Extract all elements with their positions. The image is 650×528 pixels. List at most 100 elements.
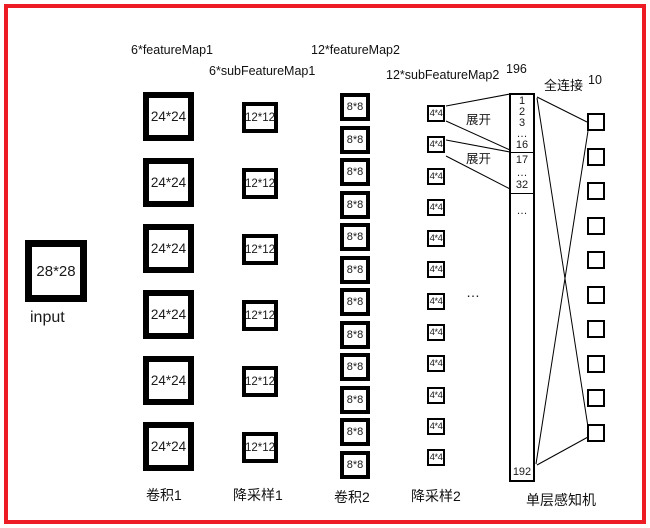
conv1-feature-map-label: 24*24 — [150, 307, 187, 322]
vector-index: … — [516, 166, 528, 179]
output-unit-box — [587, 354, 605, 373]
vector-index: 2 — [518, 106, 526, 118]
conv2-feature-map-label: 8*8 — [346, 328, 364, 341]
conv1-feature-map-box: 24*24 — [143, 224, 194, 273]
pool1-feature-map-label: 12*12 — [244, 111, 276, 124]
vector-last-index: 192 — [512, 466, 532, 478]
pool2-feature-map-box: 4*4 — [427, 355, 445, 373]
pool2-feature-map-label: 4*4 — [429, 389, 443, 401]
vector-index: 32 — [515, 178, 529, 191]
conv2-feature-map-label: 8*8 — [346, 101, 364, 113]
conv2-feature-map-label: 8*8 — [346, 426, 364, 438]
pool2-feature-map-box: 4*4 — [427, 136, 445, 154]
pool2-feature-map-label: 4*4 — [429, 139, 443, 151]
pool1-feature-map-label: 12*12 — [244, 375, 276, 388]
pool1-feature-map-label: 12*12 — [244, 441, 276, 454]
unfold-line-1-top — [445, 93, 511, 107]
conv2-feature-map-label: 8*8 — [346, 263, 364, 276]
input-box: 28*28 — [25, 240, 87, 302]
conv2-feature-map-box: 8*8 — [340, 190, 370, 219]
output-unit-box — [587, 285, 605, 304]
output-unit-box — [587, 216, 605, 235]
pool2-feature-map-label: 4*4 — [429, 452, 443, 464]
caption-conv1: 卷积1 — [146, 487, 182, 503]
conv2-feature-map-box: 8*8 — [340, 223, 370, 251]
conv1-feature-map-label: 24*24 — [150, 241, 187, 256]
pool1-feature-map-box: 12*12 — [242, 366, 278, 397]
fc-line-top-to-first — [536, 96, 588, 123]
conv1-feature-map-box: 24*24 — [143, 356, 194, 405]
pool2-feature-map-box: 4*4 — [427, 386, 445, 404]
output-unit-box — [587, 182, 605, 200]
header-full-connection: 全连接 — [544, 78, 584, 93]
conv2-feature-map-label: 8*8 — [346, 458, 364, 471]
conv2-feature-map-box: 8*8 — [340, 450, 370, 479]
conv2-feature-map-box: 8*8 — [340, 158, 370, 186]
unfold-label-2: 展开 — [466, 152, 492, 166]
pool1-feature-map-box: 12*12 — [242, 300, 278, 331]
conv2-column: 8*8 8*8 8*8 8*8 8*8 8*8 8*8 8*8 8*8 8*8 8*8 8*8 — [340, 93, 370, 479]
conv2-feature-map-box: 8*8 — [340, 385, 370, 414]
caption-pool2: 降采样2 — [411, 488, 461, 504]
output-units-column — [587, 113, 605, 442]
output-unit-box — [587, 389, 605, 407]
fc-line-first-to-bottom — [535, 130, 589, 465]
output-unit-box — [587, 423, 605, 442]
pool2-feature-map-label: 4*4 — [429, 295, 443, 307]
conv1-feature-map-box: 24*24 — [143, 422, 194, 471]
unfold-label-1: 展开 — [466, 113, 492, 127]
conv1-feature-map-box: 24*24 — [143, 158, 194, 207]
vector-index: 1 — [518, 95, 526, 107]
conv2-feature-map-label: 8*8 — [346, 198, 364, 211]
vector-segment-2: 17…32 — [511, 153, 533, 194]
header-subfeaturemap2: 12*subFeatureMap2 — [386, 68, 500, 82]
conv2-feature-map-label: 8*8 — [346, 296, 364, 308]
conv2-feature-map-box: 8*8 — [340, 255, 370, 284]
pool1-feature-map-box: 12*12 — [242, 432, 278, 463]
pool1-feature-map-box: 12*12 — [242, 234, 278, 265]
vector-index: 17 — [515, 154, 529, 167]
pool2-feature-map-label: 4*4 — [429, 233, 443, 245]
output-unit-box — [587, 113, 605, 131]
pool2-feature-map-box: 4*4 — [427, 292, 445, 310]
header-subfeaturemap1: 6*subFeatureMap1 — [209, 64, 316, 78]
vector-ellipsis: … — [516, 205, 528, 217]
pool1-column: 12*12 12*12 12*12 12*12 12*12 12*12 — [242, 102, 278, 463]
conv1-feature-map-label: 24*24 — [150, 109, 187, 124]
conv2-feature-map-box: 8*8 — [340, 125, 370, 154]
pool2-feature-map-label: 4*4 — [429, 264, 443, 276]
conv1-feature-map-box: 24*24 — [143, 290, 194, 339]
input-box-label: 28*28 — [36, 262, 76, 280]
pool2-feature-map-box: 4*4 — [427, 261, 445, 279]
pool1-feature-map-label: 12*12 — [244, 243, 276, 256]
vector-segment-rest: … 192 — [511, 194, 533, 480]
caption-perceptron: 单层感知机 — [526, 492, 596, 508]
caption-pool1: 降采样1 — [233, 487, 283, 503]
conv2-feature-map-label: 8*8 — [346, 166, 364, 178]
conv1-feature-map-box: 24*24 — [143, 92, 194, 141]
caption-conv2: 卷积2 — [334, 489, 370, 505]
vector-index: 16 — [515, 139, 529, 151]
conv1-feature-map-label: 24*24 — [150, 175, 187, 190]
pool2-column: 4*4 4*4 4*4 4*4 4*4 4*4 4*4 4*4 4*4 4*4 4*4 4*4 — [427, 105, 445, 467]
conv2-feature-map-label: 8*8 — [346, 361, 364, 373]
output-unit-box — [587, 147, 605, 166]
conv2-feature-map-label: 8*8 — [346, 133, 364, 146]
conv1-column: 24*24 24*24 24*24 24*24 24*24 24*24 — [143, 92, 194, 471]
pool1-feature-map-label: 12*12 — [244, 177, 276, 190]
pool2-feature-map-label: 4*4 — [429, 327, 443, 339]
input-caption: input — [30, 309, 65, 326]
pool2-feature-map-box: 4*4 — [427, 198, 445, 216]
conv2-feature-map-label: 8*8 — [346, 231, 364, 243]
vector-index: 3 — [518, 117, 526, 129]
pool2-feature-map-label: 4*4 — [429, 358, 443, 370]
conv1-feature-map-label: 24*24 — [150, 439, 187, 454]
conv2-feature-map-box: 8*8 — [340, 320, 370, 349]
pool2-feature-map-label: 4*4 — [429, 108, 443, 119]
fc-line-bottom-to-last — [536, 436, 589, 466]
pool2-feature-map-box: 4*4 — [427, 417, 445, 435]
pool2-feature-map-box: 4*4 — [427, 167, 445, 185]
